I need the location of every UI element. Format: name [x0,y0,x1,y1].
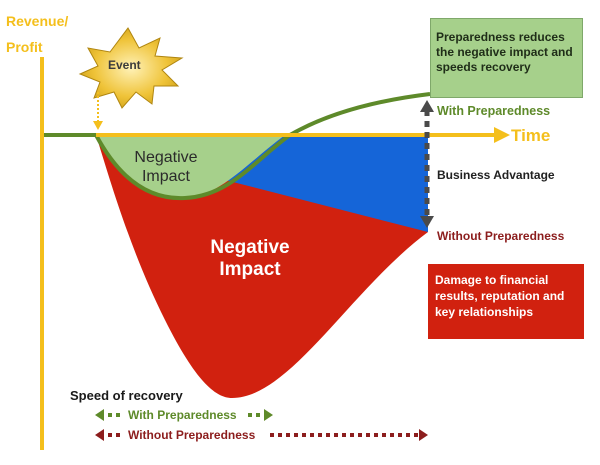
event-burst [78,27,184,109]
with-preparedness-impact-area [96,135,285,199]
damage-callout-text: Damage to financial results, reputation … [435,273,565,319]
x-axis-label: Time [511,126,551,145]
business-advantage-label: Business Advantage [437,168,555,182]
y-axis-label-line1: Revenue/ [6,13,69,29]
preparedness-callout-box [430,18,583,98]
negative-impact-without-label: Negative Impact [190,237,310,281]
y-axis-label: Revenue/ Profit [6,8,68,60]
speed-without-arrow-left [95,429,104,441]
speed-without-arrow-right [419,429,428,441]
event-pointer-head [93,121,103,130]
speed-without-preparedness-label: Without Preparedness [128,428,256,442]
business-advantage-arrow-bottom [420,216,434,228]
speed-of-recovery-label: Speed of recovery [70,388,183,403]
damage-callout-box [428,264,584,339]
speed-with-preparedness-label: With Preparedness [128,408,237,422]
preparedness-callout-text: Preparedness reduces the negative impact… [436,30,573,74]
negative-impact-with-line2: Impact [141,168,190,185]
negative-impact-without-line2: Impact [219,259,281,280]
event-label: Event [108,58,141,72]
business-advantage-arrow-top [420,100,434,112]
negative-impact-with-line1: Negative [134,149,198,166]
time-arrow-head [494,127,510,143]
speed-with-arrow-right [264,409,273,421]
y-axis-label-line2: Profit [6,39,43,55]
speed-with-arrow-left [95,409,104,421]
with-preparedness-label: With Preparedness [437,104,551,118]
negative-impact-without-line1: Negative [210,237,290,258]
negative-impact-with-label: Negative Impact [118,148,214,186]
with-preparedness-curve [42,92,431,201]
without-preparedness-label: Without Preparedness [437,229,565,243]
